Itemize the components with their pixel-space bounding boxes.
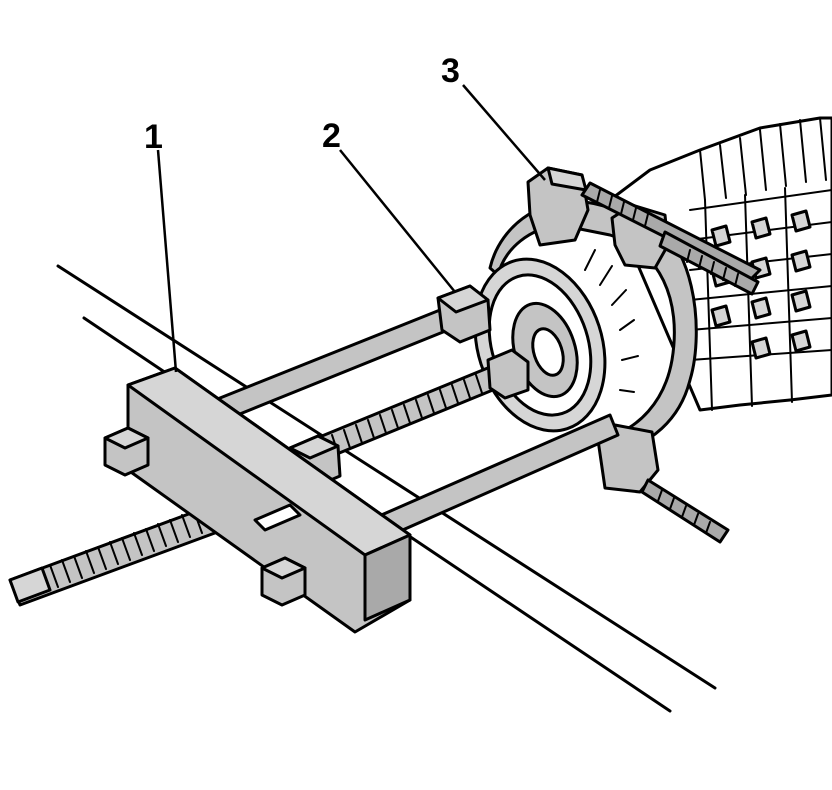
callout-labels: 1 2 3 [144,52,460,156]
callout-2: 2 [322,117,341,155]
callout-3: 3 [441,52,460,90]
puller-crossbar [103,366,412,634]
bearing-separator [488,166,762,544]
callout-1: 1 [144,118,163,156]
puller-legs [213,284,620,542]
leader-lines [156,84,546,373]
